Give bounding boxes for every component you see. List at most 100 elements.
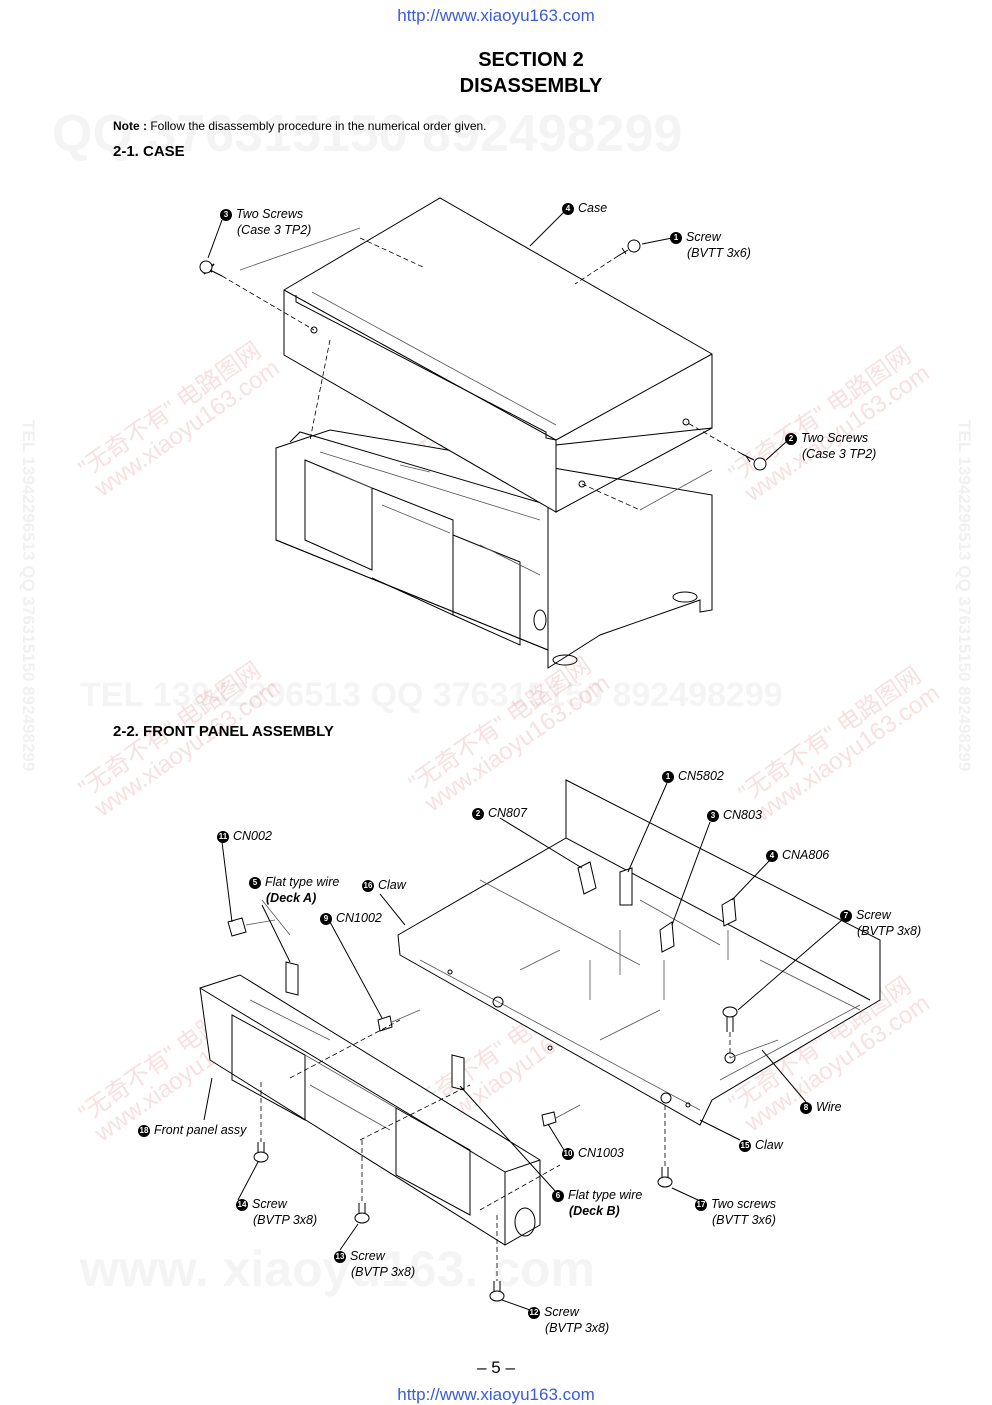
flat-wire-deck-b bbox=[451, 1054, 465, 1091]
wire-graphic bbox=[729, 1039, 779, 1059]
foot-left bbox=[552, 654, 578, 666]
case-hole-side-a bbox=[578, 480, 586, 488]
leader-fp-5 bbox=[261, 904, 291, 963]
note-text: Follow the disassembly procedure in the … bbox=[150, 119, 487, 133]
tray-back-wall bbox=[565, 780, 871, 1001]
leader-fp-15 bbox=[699, 1119, 741, 1141]
watermark-qq-top: QQ 376315150 892498299 bbox=[52, 104, 682, 164]
chassis-front-edge bbox=[275, 448, 549, 668]
case-label-num: 3 bbox=[220, 209, 232, 221]
tray-hole-2 bbox=[660, 1092, 672, 1104]
note-prefix: Note : bbox=[113, 119, 147, 133]
panel-deck-a-window bbox=[231, 1014, 306, 1121]
leader-fp-9 bbox=[329, 921, 383, 1019]
align-screw2 bbox=[685, 421, 743, 455]
case-diagram bbox=[199, 197, 787, 669]
note-line: Note : Follow the disassembly procedure … bbox=[113, 119, 487, 133]
align-case-left bbox=[309, 339, 331, 441]
screw-17-graphic bbox=[657, 1167, 673, 1188]
leader-case-4 bbox=[529, 209, 567, 247]
leader-fp-13 bbox=[339, 1223, 359, 1251]
leader-case-3 bbox=[207, 219, 223, 259]
screw-7-graphic bbox=[722, 1006, 738, 1032]
leader-fp-7 bbox=[737, 919, 843, 1011]
leader-fp-4 bbox=[731, 859, 771, 901]
leader-fp-18 bbox=[203, 1077, 213, 1121]
leader-fp-11 bbox=[221, 841, 233, 923]
connector-cn1002-graphic bbox=[377, 1015, 393, 1032]
connector-wires bbox=[589, 930, 729, 1000]
leader-fp-12 bbox=[501, 1299, 531, 1311]
leader-case-1 bbox=[641, 237, 673, 245]
panel-deck-b-window bbox=[395, 1107, 471, 1216]
chassis-details bbox=[319, 451, 541, 576]
tray-dot-3 bbox=[685, 1102, 691, 1108]
leader-case-2 bbox=[765, 441, 787, 461]
foot-right bbox=[672, 591, 698, 603]
leader-fp-10 bbox=[547, 1123, 565, 1151]
leader-fp-16 bbox=[379, 893, 406, 926]
case-cover bbox=[283, 197, 713, 513]
watermark-www-bottom: www. xiaoyu163. com bbox=[80, 1240, 595, 1298]
connector-cna806-graphic bbox=[721, 897, 737, 927]
connector-cn803-graphic bbox=[659, 921, 675, 953]
case-lip-left bbox=[295, 295, 557, 441]
align-side-hole bbox=[581, 483, 641, 511]
header-url-link[interactable]: http://www.xiaoyu163.com bbox=[397, 6, 595, 25]
panel-details bbox=[249, 999, 397, 1131]
panel-knob bbox=[514, 1207, 536, 1237]
align-top-hole bbox=[359, 237, 426, 269]
case-heading: 2-1. CASE bbox=[113, 143, 185, 160]
tray-details bbox=[419, 879, 861, 1111]
leader-fp-3 bbox=[671, 821, 711, 926]
leader-fp-14 bbox=[237, 1161, 259, 1201]
chassis-tray bbox=[397, 779, 881, 1126]
watermark-tel-mid: TEL 13942296513 QQ 376315150 892498299 bbox=[80, 676, 783, 715]
tray-dot-2 bbox=[547, 1045, 553, 1051]
connector-cn002-graphic bbox=[227, 917, 247, 937]
cn1003-wire bbox=[555, 1104, 581, 1119]
leader-fp-2 bbox=[499, 817, 583, 869]
guide-lines bbox=[239, 227, 713, 511]
screw-2-graphic bbox=[741, 453, 767, 471]
leader-fp-8 bbox=[761, 1049, 807, 1103]
case-side bbox=[555, 427, 713, 513]
screw-13-graphic bbox=[354, 1203, 370, 1224]
screw-1-graphic bbox=[617, 239, 641, 257]
tray-hole-1 bbox=[492, 996, 504, 1008]
case-hole-side-b bbox=[682, 418, 690, 426]
leader-fp-17 bbox=[671, 1187, 699, 1201]
align-screw1 bbox=[574, 255, 619, 285]
align-screw3 bbox=[221, 275, 315, 331]
footer-url-link[interactable]: http://www.xiaoyu163.com bbox=[397, 1385, 595, 1404]
case-lip-inner bbox=[311, 291, 557, 426]
front-panel-edges bbox=[199, 987, 541, 1245]
section-subtitle: DISASSEMBLY bbox=[459, 75, 603, 97]
screw-14-graphic bbox=[253, 1142, 269, 1163]
screw-12-graphic bbox=[489, 1281, 505, 1302]
flat-wire-deck-a bbox=[285, 961, 299, 996]
tray-dot-1 bbox=[447, 969, 453, 975]
front-panel-diagram bbox=[199, 779, 881, 1311]
screw-3-graphic bbox=[199, 260, 223, 277]
connector-cn1003-graphic bbox=[541, 1111, 557, 1127]
